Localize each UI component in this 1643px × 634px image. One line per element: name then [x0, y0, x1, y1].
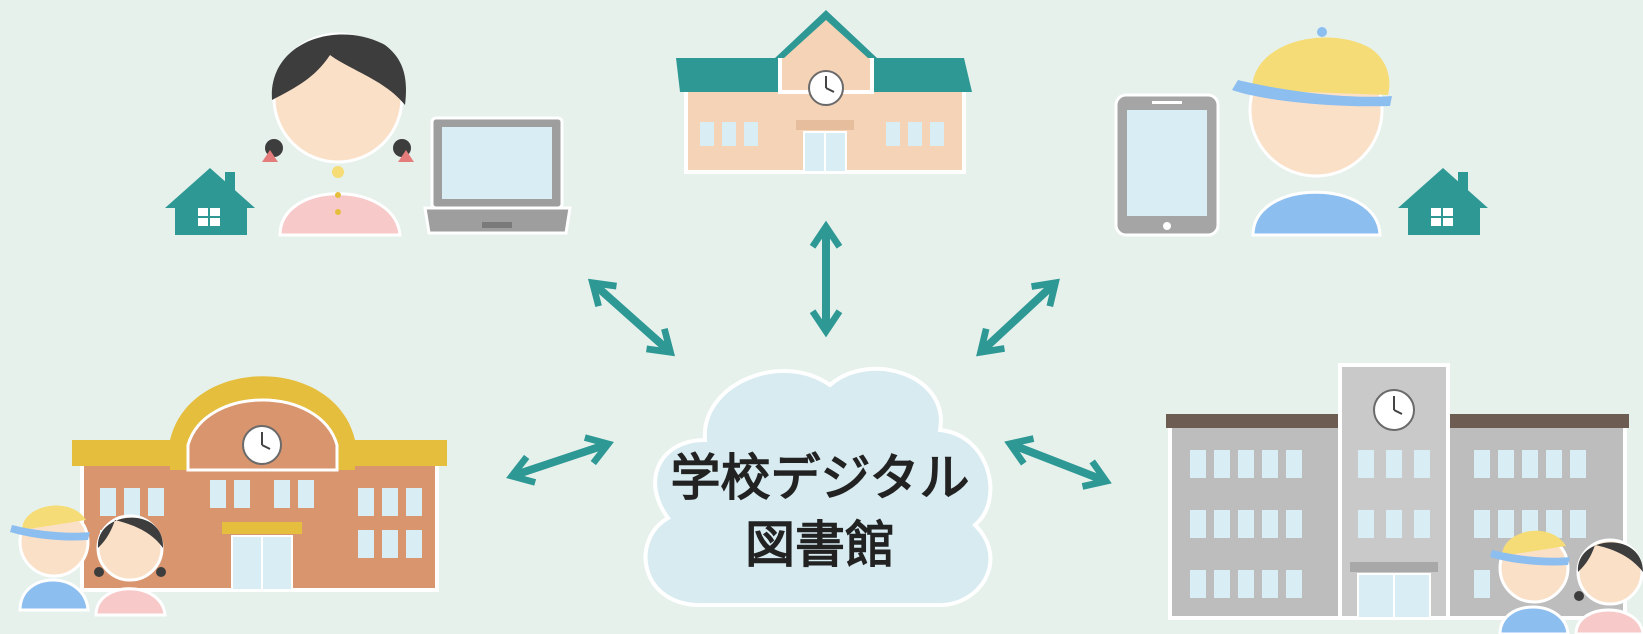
- elementary-school-gold: [10, 376, 447, 617]
- cloud-title-line1: 学校デジタル: [671, 449, 970, 507]
- clock-icon: [808, 70, 844, 106]
- arrow-group: [506, 220, 1112, 490]
- girl-at-home-with-laptop: [165, 32, 572, 237]
- house-icon: [165, 168, 255, 235]
- boy-with-cap-icon: [1232, 27, 1392, 237]
- clock-icon: [242, 425, 282, 465]
- clock-icon: [1373, 389, 1415, 431]
- house-icon: [1398, 168, 1488, 235]
- school-building-teal: [676, 10, 972, 174]
- laptop-icon: [423, 116, 572, 235]
- boy-at-home-with-tablet: [1114, 27, 1488, 237]
- bidirectional-arrow-icon: [506, 434, 614, 486]
- cloud-icon: [643, 366, 993, 607]
- cloud-title-line2: 図書館: [745, 516, 895, 574]
- bidirectional-arrow-icon: [1004, 435, 1112, 490]
- tablet-icon: [1114, 93, 1220, 237]
- girl-icon: [262, 32, 414, 237]
- children-icon: [10, 505, 167, 617]
- bidirectional-arrow-icon: [976, 278, 1060, 357]
- junior-high-school-gray: [1166, 363, 1643, 634]
- children-icon: [1490, 530, 1643, 634]
- bidirectional-arrow-icon: [587, 278, 676, 357]
